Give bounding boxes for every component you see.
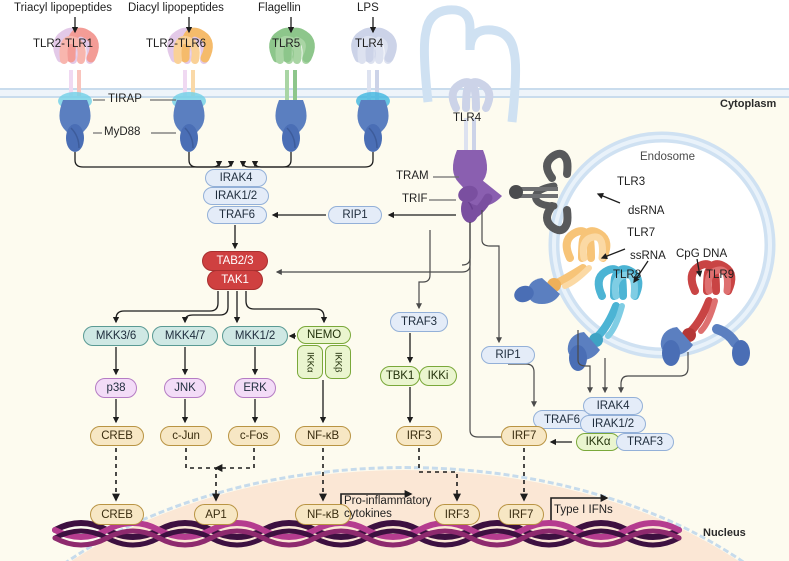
node-tbk1[interactable]: TBK1 <box>380 366 420 386</box>
ligand-label-diacyl: Diacyl lipopeptides <box>128 2 224 14</box>
output-line1: Pro-inflammatory <box>344 495 432 507</box>
receptor-tlr2-tlr1 <box>53 27 99 152</box>
node-irf3_c[interactable]: IRF3 <box>396 426 442 446</box>
receptor-tlr7 <box>514 227 611 304</box>
nucleus-label: Nucleus <box>703 527 746 539</box>
cytoplasm-label: Cytoplasm <box>720 98 777 110</box>
plasma-membrane <box>0 88 789 98</box>
receptor-tlr5 <box>269 27 315 152</box>
nucleus-node-ap1_n[interactable]: AP1 <box>194 504 238 525</box>
endosome-output-lines <box>469 210 689 440</box>
node-traf6b[interactable]: TRAF6 <box>533 410 591 429</box>
node-jnk[interactable]: JNK <box>164 378 206 398</box>
adaptor-leader-lines <box>93 99 459 201</box>
receptor-label-tlr2-tlr6: TLR2-TLR6 <box>146 38 207 50</box>
node-irak12b[interactable]: IRAK1/2 <box>580 415 646 433</box>
output-label-pro-inflammatory: Pro-inflammatory cytokines <box>344 495 432 521</box>
node-nfkb_c[interactable]: NF-κB <box>295 426 351 446</box>
trif-branch-lines <box>275 222 471 310</box>
receptor-tlr3 <box>458 149 572 235</box>
node-cfos[interactable]: c-Fos <box>228 426 280 446</box>
adaptor-label-trif: TRIF <box>402 193 428 205</box>
ligand-label-flagellin: Flagellin <box>258 2 301 14</box>
receptor-label-tlr2-tlr1: TLR2-TLR1 <box>33 38 94 50</box>
receptor-label-tlr9: TLR9 <box>706 269 735 281</box>
node-irak12[interactable]: IRAK1/2 <box>203 187 269 205</box>
adaptor-label-myd88: MyD88 <box>104 126 141 138</box>
node-rip1b[interactable]: RIP1 <box>481 346 535 364</box>
node-irf7_c[interactable]: IRF7 <box>501 426 547 446</box>
nucleus-node-irf3_n[interactable]: IRF3 <box>434 504 480 525</box>
nucleus-node-irf7_n[interactable]: IRF7 <box>498 504 544 525</box>
myd88-to-irak4-arrows <box>74 152 374 168</box>
receptor-label-tlr4-endosome: TLR4 <box>453 112 482 124</box>
nuclear-translocation-arrows <box>112 448 528 502</box>
node-traf3[interactable]: TRAF3 <box>390 312 448 332</box>
ligand-label-ssrna: ssRNA <box>630 250 666 262</box>
dna-helix <box>52 520 682 548</box>
receptor-label-tlr4: TLR4 <box>355 38 384 50</box>
receptor-tlr9 <box>660 260 750 366</box>
receptor-label-tlr7: TLR7 <box>627 227 656 239</box>
node-traf6[interactable]: TRAF6 <box>207 206 267 224</box>
node-erk[interactable]: ERK <box>234 378 276 398</box>
ligand-label-lps: LPS <box>357 2 379 14</box>
node-rip1[interactable]: RIP1 <box>328 206 382 224</box>
node-tak1[interactable]: TAK1 <box>207 270 263 290</box>
node-mkk12[interactable]: MKK1/2 <box>222 326 288 346</box>
node-ikka[interactable]: IKKα <box>297 345 323 379</box>
endosome-ligand-arrows <box>596 192 703 284</box>
receptor-label-tlr3: TLR3 <box>617 176 646 188</box>
ligand-label-cpg-dna: CpG DNA <box>676 248 728 260</box>
node-creb_c[interactable]: CREB <box>90 426 144 446</box>
ligand-label-triacyl: Triacyl lipopeptides <box>14 2 113 14</box>
adaptor-label-tirap: TIRAP <box>108 93 142 105</box>
mapk-vertical-arrows <box>112 333 414 424</box>
output-line2: cytokines <box>344 508 392 520</box>
ligand-label-dsrna: dsRNA <box>628 205 665 217</box>
node-cjun[interactable]: c-Jun <box>160 426 212 446</box>
node-ikki[interactable]: IKKi <box>419 366 457 386</box>
node-irak4[interactable]: IRAK4 <box>205 169 267 187</box>
receptor-tlr4-surface <box>351 27 397 152</box>
node-nemo[interactable]: NEMO <box>297 326 351 344</box>
receptor-label-tlr5: TLR5 <box>272 38 301 50</box>
node-traf3b[interactable]: TRAF3 <box>616 433 674 451</box>
node-mkk36[interactable]: MKK3/6 <box>83 326 149 346</box>
tak1-branch-arrows <box>112 291 328 324</box>
receptor-label-tlr8: TLR8 <box>613 269 642 281</box>
node-mkk47[interactable]: MKK4/7 <box>152 326 218 346</box>
adaptor-label-tram: TRAM <box>396 170 429 182</box>
ligand-arrows <box>71 17 377 34</box>
node-tab23[interactable]: TAB2/3 <box>202 251 268 271</box>
nucleus-node-nfkb_n[interactable]: NF-κB <box>295 504 351 525</box>
endosome-label: Endosome <box>640 151 695 163</box>
output-label-type1-ifns: Type I IFNs <box>554 504 613 516</box>
receptor-tlr2-tlr6 <box>167 27 213 152</box>
nuclear-envelope <box>0 466 789 561</box>
node-ikkb[interactable]: IKKβ <box>325 345 351 379</box>
node-p38[interactable]: p38 <box>95 378 137 398</box>
node-irak4b[interactable]: IRAK4 <box>583 397 643 415</box>
nucleus-node-creb_n[interactable]: CREB <box>90 504 144 525</box>
node-ikka_b[interactable]: IKKα <box>576 433 620 451</box>
